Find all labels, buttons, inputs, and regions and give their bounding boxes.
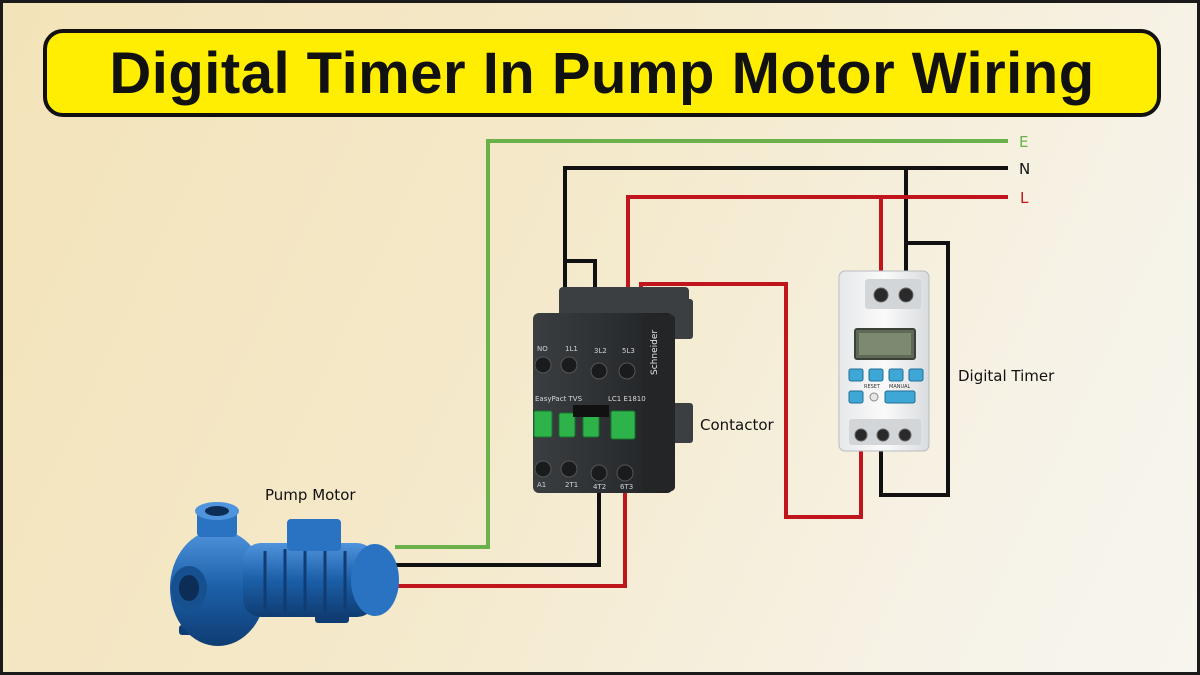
svg-text:4T2: 4T2 [593,483,606,491]
timer-manual-label: MANUAL [889,384,911,390]
pump-motor-label: Pump Motor [265,486,356,504]
svg-text:6T3: 6T3 [620,483,633,491]
digital-timer: RESET MANUAL [838,270,930,452]
digital-timer-label: Digital Timer [958,367,1055,385]
neutral-label: N [1019,160,1031,178]
timer-reset-label: RESET [864,384,881,390]
svg-text:A1: A1 [537,481,546,489]
contactor-buttons [533,410,636,440]
timer-buttons [848,368,924,404]
live-label: L [1020,189,1029,207]
contactor-model: LC1 E1810 [608,395,646,403]
svg-text:1L1: 1L1 [565,345,578,353]
svg-text:NO: NO [537,345,548,353]
earth-label: E [1019,133,1029,151]
pump-motor [170,502,399,646]
contactor: NO 1L1 3L2 5L3 Schneider EasyPact TVS LC… [533,287,693,493]
wiring-diagram: NO 1L1 3L2 5L3 Schneider EasyPact TVS LC… [170,139,1008,646]
title-banner: Digital Timer In Pump Motor Wiring [43,29,1161,117]
svg-text:2T1: 2T1 [565,481,578,489]
svg-text:3L2: 3L2 [594,347,607,355]
svg-text:5L3: 5L3 [622,347,635,355]
page-title: Digital Timer In Pump Motor Wiring [109,40,1095,106]
contactor-series: EasyPact TVS [535,395,583,403]
contactor-label: Contactor [700,416,774,434]
contactor-brand: Schneider [650,330,660,375]
earth-wire [395,139,1008,549]
